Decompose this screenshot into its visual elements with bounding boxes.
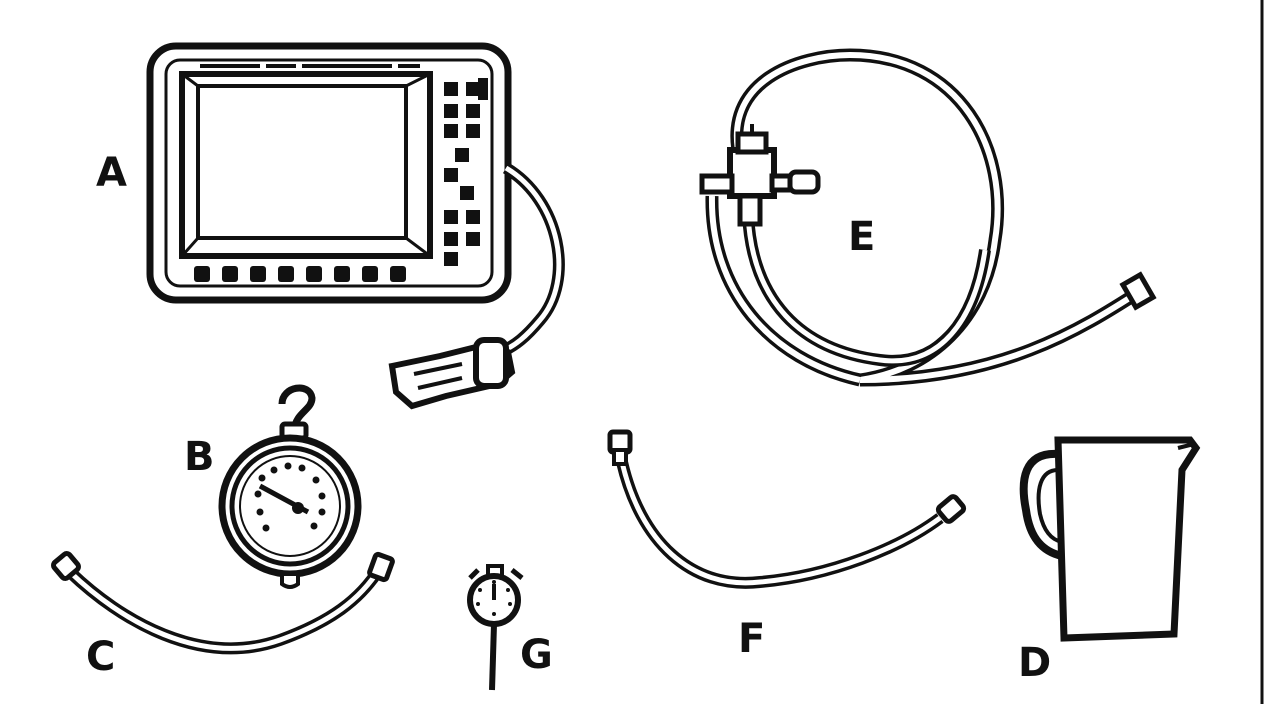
diagnostic-connector [388, 337, 516, 410]
short-hose [51, 551, 395, 655]
label-b: B [184, 434, 215, 480]
coiled-hose-assembly [699, 48, 1157, 387]
label-c: C [86, 634, 115, 680]
diagnostic-tablet [146, 42, 565, 410]
pressure-gauge [218, 384, 362, 589]
measuring-jug [1019, 436, 1201, 642]
label-e: E [848, 214, 875, 260]
label-a: A [96, 150, 127, 196]
long-hose [607, 429, 967, 589]
label-g: G [520, 632, 553, 678]
tablet-keypad [444, 78, 488, 266]
label-f: F [738, 616, 765, 662]
gauge-ticks [254, 462, 326, 532]
valve-block [699, 124, 821, 227]
tablet-function-keys [194, 266, 406, 282]
label-d: D [1018, 640, 1051, 686]
stopwatch [467, 564, 524, 691]
